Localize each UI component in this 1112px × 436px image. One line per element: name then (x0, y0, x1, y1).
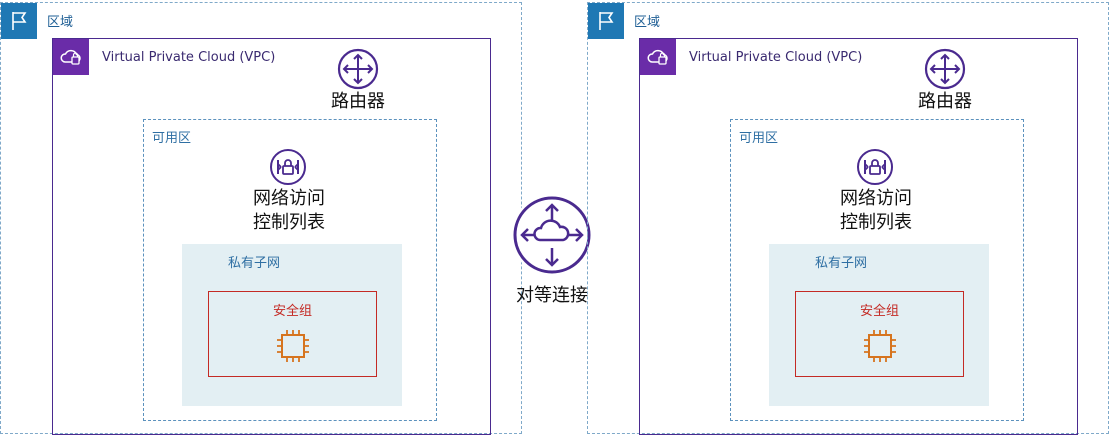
private-subnet-label: 私有子网 (228, 256, 281, 271)
availability-zone-box: 可用区 网络访问 控制列表 私有子网 安全组 (143, 119, 437, 421)
security-group-label: 安全组 (272, 304, 312, 319)
region-label: 区域 (47, 15, 74, 30)
security-group-box: 安全组 (795, 291, 964, 377)
network-acl-label-line2: 控制列表 (840, 212, 912, 233)
private-subnet-box: 私有子网 安全组 (769, 244, 989, 406)
flag-icon (1, 3, 37, 39)
private-subnet-box: 私有子网 安全组 (182, 244, 402, 406)
security-group-box: 安全组 (208, 291, 377, 377)
router-label: 路由器 (918, 91, 972, 112)
security-group-label: 安全组 (859, 304, 899, 319)
vpc-box: Virtual Private Cloud (VPC) 路由器 可用区 (52, 38, 491, 435)
vpc-cloud-lock-icon (640, 39, 676, 75)
vpc-label: Virtual Private Cloud (VPC) (102, 50, 276, 65)
flag-icon (588, 3, 624, 39)
availability-zone-label: 可用区 (152, 131, 192, 146)
network-acl-label-line1: 网络访问 (840, 188, 912, 209)
router-label: 路由器 (331, 91, 385, 112)
availability-zone-box: 可用区 网络访问 控制列表 私有子网 安全组 (730, 119, 1024, 421)
network-acl-icon (856, 148, 894, 186)
availability-zone-label: 可用区 (739, 131, 779, 146)
network-acl-label: 网络访问 控制列表 (234, 187, 344, 235)
network-acl-label-line2: 控制列表 (253, 212, 325, 233)
network-acl-icon (269, 148, 307, 186)
region-right: 区域 Virtual Private Cloud (VPC) 路由器 可用区 (587, 2, 1109, 435)
network-acl-label: 网络访问 控制列表 (821, 187, 931, 235)
vpc-label: Virtual Private Cloud (VPC) (689, 50, 863, 65)
vpc-box: Virtual Private Cloud (VPC) 路由器 可用区 (639, 38, 1078, 435)
peering-connection-icon (511, 194, 593, 276)
network-acl-label-line1: 网络访问 (253, 188, 325, 209)
ec2-instance-chip-icon (273, 326, 313, 366)
router-icon (924, 48, 966, 90)
region-left: 区域 Virtual Private Cloud (VPC) 路由器 可用区 (0, 2, 522, 435)
vpc-cloud-lock-icon (53, 39, 89, 75)
peering-connection-label: 对等连接 (516, 285, 588, 306)
private-subnet-label: 私有子网 (815, 256, 868, 271)
router-icon (337, 48, 379, 90)
region-label: 区域 (634, 15, 661, 30)
ec2-instance-chip-icon (860, 326, 900, 366)
